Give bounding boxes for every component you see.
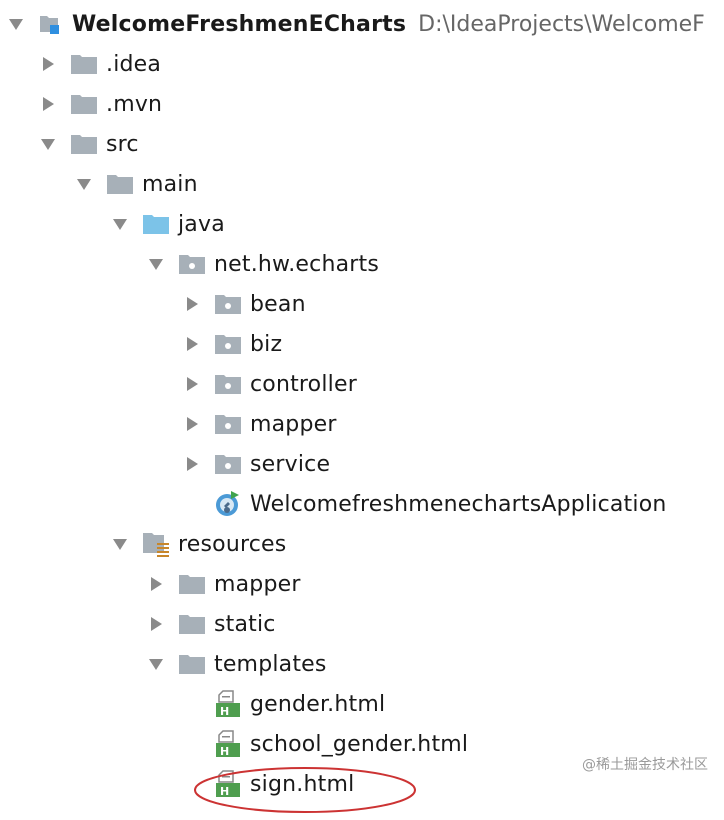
package-label: biz — [250, 331, 283, 357]
tree-row-static[interactable]: static — [144, 604, 276, 644]
folder-label: templates — [214, 651, 327, 677]
folder-label: mapper — [214, 571, 301, 597]
package-icon — [214, 371, 242, 397]
project-module-icon — [36, 11, 64, 37]
project-tree: WelcomeFreshmenECharts D:\IdeaProjects\W… — [4, 4, 708, 813]
chevron-right-icon[interactable] — [36, 52, 60, 76]
chevron-right-icon[interactable] — [180, 372, 204, 396]
package-icon — [214, 291, 242, 317]
svg-text:H: H — [220, 785, 229, 798]
chevron-right-icon[interactable] — [180, 292, 204, 316]
tree-row-gender-html[interactable]: H gender.html — [180, 684, 385, 724]
folder-label: .idea — [106, 51, 162, 77]
project-path: D:\IdeaProjects\WelcomeF — [418, 11, 705, 37]
tree-row-app-class[interactable]: WelcomefreshmenechartsApplication — [180, 484, 667, 524]
class-label: WelcomefreshmenechartsApplication — [250, 491, 667, 517]
file-label: gender.html — [250, 691, 386, 717]
chevron-down-icon[interactable] — [108, 532, 132, 556]
folder-icon — [106, 171, 134, 197]
package-label: mapper — [250, 411, 337, 437]
file-label: sign.html — [250, 771, 355, 797]
source-folder-icon — [142, 211, 170, 237]
chevron-right-icon[interactable] — [180, 412, 204, 436]
tree-row-idea[interactable]: .idea — [36, 44, 161, 84]
chevron-right-icon[interactable] — [180, 332, 204, 356]
tree-row-mvn[interactable]: .mvn — [36, 84, 162, 124]
folder-icon — [70, 91, 98, 117]
tree-row-src[interactable]: src — [36, 124, 139, 164]
project-name: WelcomeFreshmenECharts — [72, 11, 407, 37]
folder-icon — [178, 651, 206, 677]
folder-label: main — [142, 171, 198, 197]
tree-row-res-mapper[interactable]: mapper — [144, 564, 301, 604]
package-icon — [214, 331, 242, 357]
folder-icon — [178, 611, 206, 637]
chevron-right-icon[interactable] — [144, 612, 168, 636]
folder-icon — [70, 131, 98, 157]
tree-row-java[interactable]: java — [108, 204, 225, 244]
tree-row-project-root[interactable]: WelcomeFreshmenECharts D:\IdeaProjects\W… — [4, 4, 705, 44]
folder-label: resources — [178, 531, 287, 557]
html-file-icon: H — [214, 690, 242, 718]
tree-row-controller[interactable]: controller — [180, 364, 357, 404]
chevron-down-icon[interactable] — [108, 212, 132, 236]
chevron-down-icon[interactable] — [144, 652, 168, 676]
folder-label: static — [214, 611, 276, 637]
html-file-icon: H — [214, 730, 242, 758]
tree-row-bean[interactable]: bean — [180, 284, 306, 324]
folder-icon — [70, 51, 98, 77]
tree-row-biz[interactable]: biz — [180, 324, 282, 364]
chevron-down-icon[interactable] — [4, 12, 28, 36]
tree-row-main[interactable]: main — [72, 164, 198, 204]
svg-text:H: H — [220, 745, 229, 758]
chevron-right-icon[interactable] — [144, 572, 168, 596]
tree-row-resources[interactable]: resources — [108, 524, 286, 564]
tree-row-templates[interactable]: templates — [144, 644, 327, 684]
package-label: net.hw.echarts — [214, 251, 379, 277]
package-icon — [214, 451, 242, 477]
package-icon — [214, 411, 242, 437]
package-label: bean — [250, 291, 306, 317]
file-label: school_gender.html — [250, 731, 469, 757]
tree-row-package[interactable]: net.hw.echarts — [144, 244, 379, 284]
chevron-down-icon[interactable] — [36, 132, 60, 156]
folder-label: src — [106, 131, 139, 157]
tree-row-school-gender-html[interactable]: H school_gender.html — [180, 724, 468, 764]
watermark: @稀土掘金技术社区 — [582, 757, 708, 773]
chevron-down-icon[interactable] — [72, 172, 96, 196]
folder-label: java — [178, 211, 225, 237]
package-icon — [178, 251, 206, 277]
html-file-icon: H — [214, 770, 242, 798]
resources-folder-icon — [142, 531, 170, 557]
svg-text:H: H — [220, 705, 229, 718]
folder-icon — [178, 571, 206, 597]
folder-label: .mvn — [106, 91, 163, 117]
spring-boot-class-icon — [214, 491, 242, 517]
chevron-down-icon[interactable] — [144, 252, 168, 276]
chevron-right-icon[interactable] — [180, 452, 204, 476]
package-label: controller — [250, 371, 357, 397]
tree-row-service[interactable]: service — [180, 444, 330, 484]
chevron-right-icon[interactable] — [36, 92, 60, 116]
tree-row-sign-html[interactable]: H sign.html — [180, 764, 354, 804]
package-label: service — [250, 451, 331, 477]
tree-row-mapper[interactable]: mapper — [180, 404, 337, 444]
